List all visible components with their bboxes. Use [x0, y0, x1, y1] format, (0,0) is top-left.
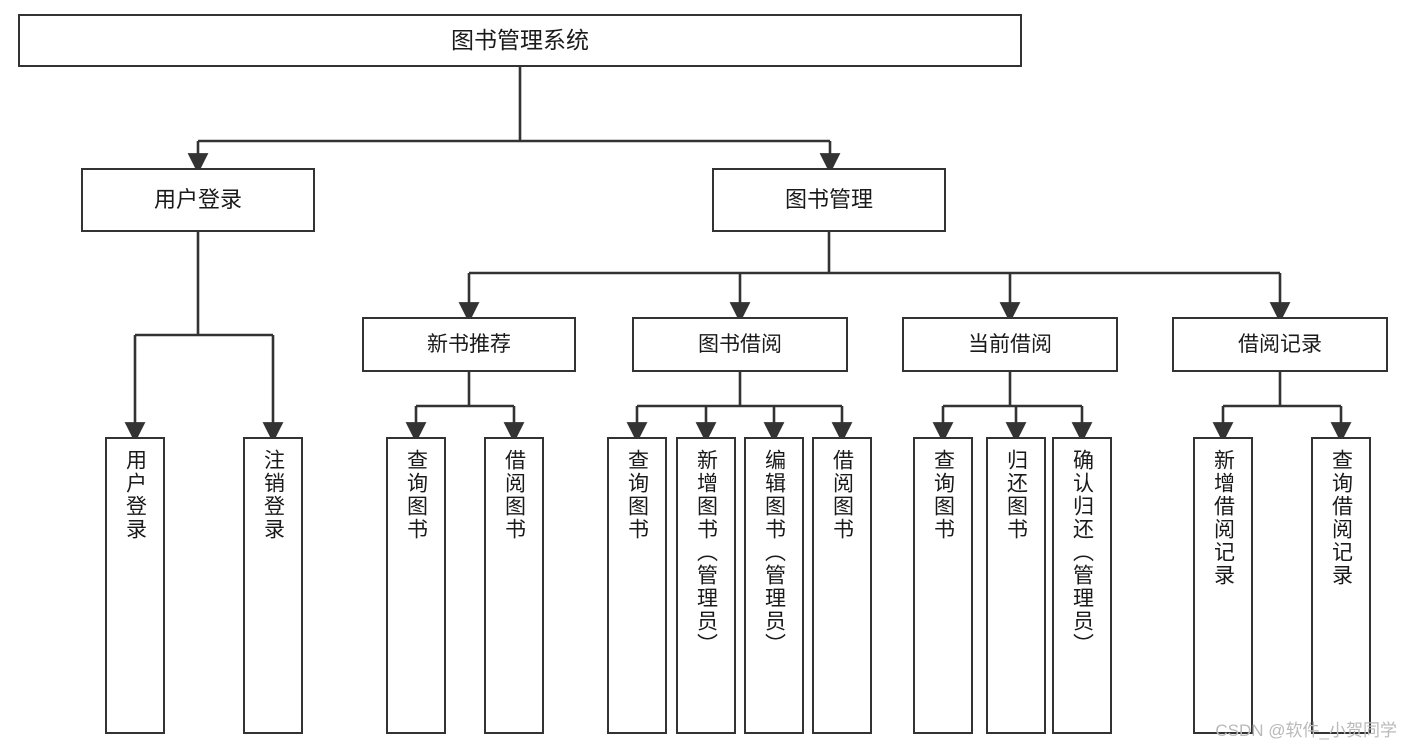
node-current-borrow[interactable]: 当前借阅 [902, 317, 1118, 372]
node-leaf-query-borrow-record[interactable]: 查询借阅记录 [1311, 437, 1371, 734]
node-label: 图书管理系统 [451, 26, 589, 53]
node-label: 用户登录 [153, 186, 242, 212]
node-leaf-confirm-return[interactable]: 确认归还（管理员） [1052, 437, 1112, 734]
node-leaf-user-login[interactable]: 用户登录 [105, 437, 165, 734]
node-label: 新增借阅记录 [1211, 449, 1235, 587]
node-label: 查询图书 [625, 449, 649, 541]
node-label: 图书管理 [784, 186, 873, 212]
node-user-login[interactable]: 用户登录 [81, 168, 315, 232]
node-leaf-borrow-book[interactable]: 借阅图书 [812, 437, 872, 734]
node-leaf-add-borrow-record[interactable]: 新增借阅记录 [1193, 437, 1253, 734]
node-leaf-query-book-borrow[interactable]: 查询图书 [607, 437, 667, 734]
node-leaf-query-book-recommend[interactable]: 查询图书 [386, 437, 446, 734]
node-label: 查询借阅记录 [1329, 449, 1353, 587]
node-leaf-logout[interactable]: 注销登录 [243, 437, 303, 734]
watermark: CSDN @软件_小贺同学 [1215, 721, 1397, 740]
node-root-system[interactable]: 图书管理系统 [18, 14, 1022, 67]
node-label: 借阅图书 [830, 449, 854, 541]
node-label: 注销登录 [261, 449, 285, 541]
node-book-borrow[interactable]: 图书借阅 [632, 317, 848, 372]
node-label: 新增图书（管理员） [694, 449, 718, 656]
node-label: 借阅图书 [502, 449, 526, 541]
node-label: 查询图书 [404, 449, 428, 541]
node-leaf-query-book-current[interactable]: 查询图书 [913, 437, 973, 734]
node-label: 归还图书 [1004, 449, 1028, 541]
node-leaf-borrow-book-recommend[interactable]: 借阅图书 [484, 437, 544, 734]
node-label: 确认归还（管理员） [1070, 449, 1094, 656]
node-leaf-add-book[interactable]: 新增图书（管理员） [676, 437, 736, 734]
node-book-management[interactable]: 图书管理 [712, 168, 946, 232]
node-label: 新书推荐 [427, 332, 511, 356]
node-label: 用户登录 [123, 449, 147, 541]
node-label: 当前借阅 [968, 332, 1052, 356]
node-label: 图书借阅 [698, 332, 782, 356]
node-borrow-record[interactable]: 借阅记录 [1172, 317, 1388, 372]
node-leaf-return-book[interactable]: 归还图书 [986, 437, 1046, 734]
node-new-book-recommend[interactable]: 新书推荐 [362, 317, 576, 372]
node-label: 查询图书 [931, 449, 955, 541]
node-label: 借阅记录 [1238, 332, 1322, 356]
node-leaf-edit-book[interactable]: 编辑图书（管理员） [744, 437, 804, 734]
node-label: 编辑图书（管理员） [762, 449, 786, 656]
